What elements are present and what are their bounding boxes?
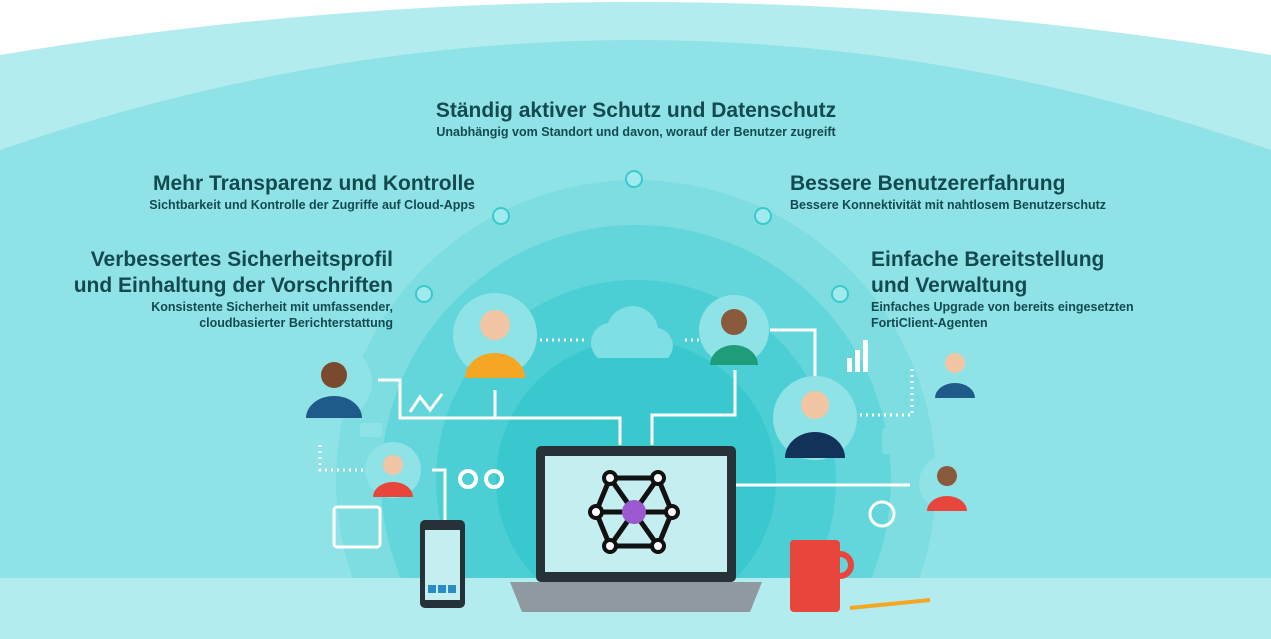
- benefit-security-profile: Verbessertes Sicherheitsprofil und Einha…: [20, 247, 393, 331]
- pencil-icon: [849, 598, 931, 610]
- benefit-title: Mehr Transparenz und Kontrolle: [152, 172, 475, 195]
- benefit-title: und Einhaltung der Vorschriften: [73, 274, 393, 297]
- benefit-title: und Verwaltung: [871, 274, 1028, 297]
- node-icons: [415, 170, 849, 303]
- laptop-icon: [510, 446, 762, 612]
- benefit-subtitle: Sichtbarkeit und Kontrolle der Zugriffe …: [149, 198, 475, 212]
- benefit-subtitle: Einfaches Upgrade von bereits eingesetzt…: [871, 300, 1134, 314]
- benefit-title: Verbessertes Sicherheitsprofil: [90, 248, 393, 271]
- benefit-title: Einfache Bereitstellung: [871, 248, 1105, 271]
- cloud-icon: [590, 306, 673, 358]
- benefit-transparency: Mehr Transparenz und Kontrolle Sichtbark…: [60, 171, 475, 213]
- hub-node: [622, 500, 646, 524]
- calendar-icon: [332, 505, 382, 549]
- benefit-always-on: Ständig aktiver Schutz und Datenschutz U…: [336, 98, 936, 140]
- bar-chart-icon: [847, 340, 868, 372]
- benefit-title: Ständig aktiver Schutz und Datenschutz: [435, 99, 837, 122]
- phone-icon: [420, 520, 465, 608]
- benefit-title: Bessere Benutzererfahrung: [790, 172, 1066, 195]
- chat-bubble-icon: [882, 428, 922, 454]
- benefit-subtitle: Unabhängig vom Standort und davon, worau…: [436, 125, 836, 139]
- benefit-deployment: Einfache Bereitstellung und Verwaltung E…: [871, 247, 1251, 331]
- mug-icon: [790, 540, 854, 612]
- benefit-subtitle: cloudbasierter Berichterstattung: [199, 316, 393, 330]
- benefit-subtitle: FortiClient-Agenten: [871, 316, 988, 330]
- chat-bubble-icon: [360, 423, 382, 437]
- connection-lines: [318, 328, 914, 520]
- stopwatch-icon: [868, 500, 896, 528]
- gear-icons: [458, 469, 504, 489]
- benefit-user-experience: Bessere Benutzererfahrung Bessere Konnek…: [790, 171, 1210, 213]
- trend-line-icon: [408, 393, 444, 413]
- benefit-subtitle: Konsistente Sicherheit mit umfassender,: [151, 300, 393, 314]
- person-avatars: [296, 293, 983, 511]
- benefit-subtitle: Bessere Konnektivität mit nahtlosem Benu…: [790, 198, 1107, 212]
